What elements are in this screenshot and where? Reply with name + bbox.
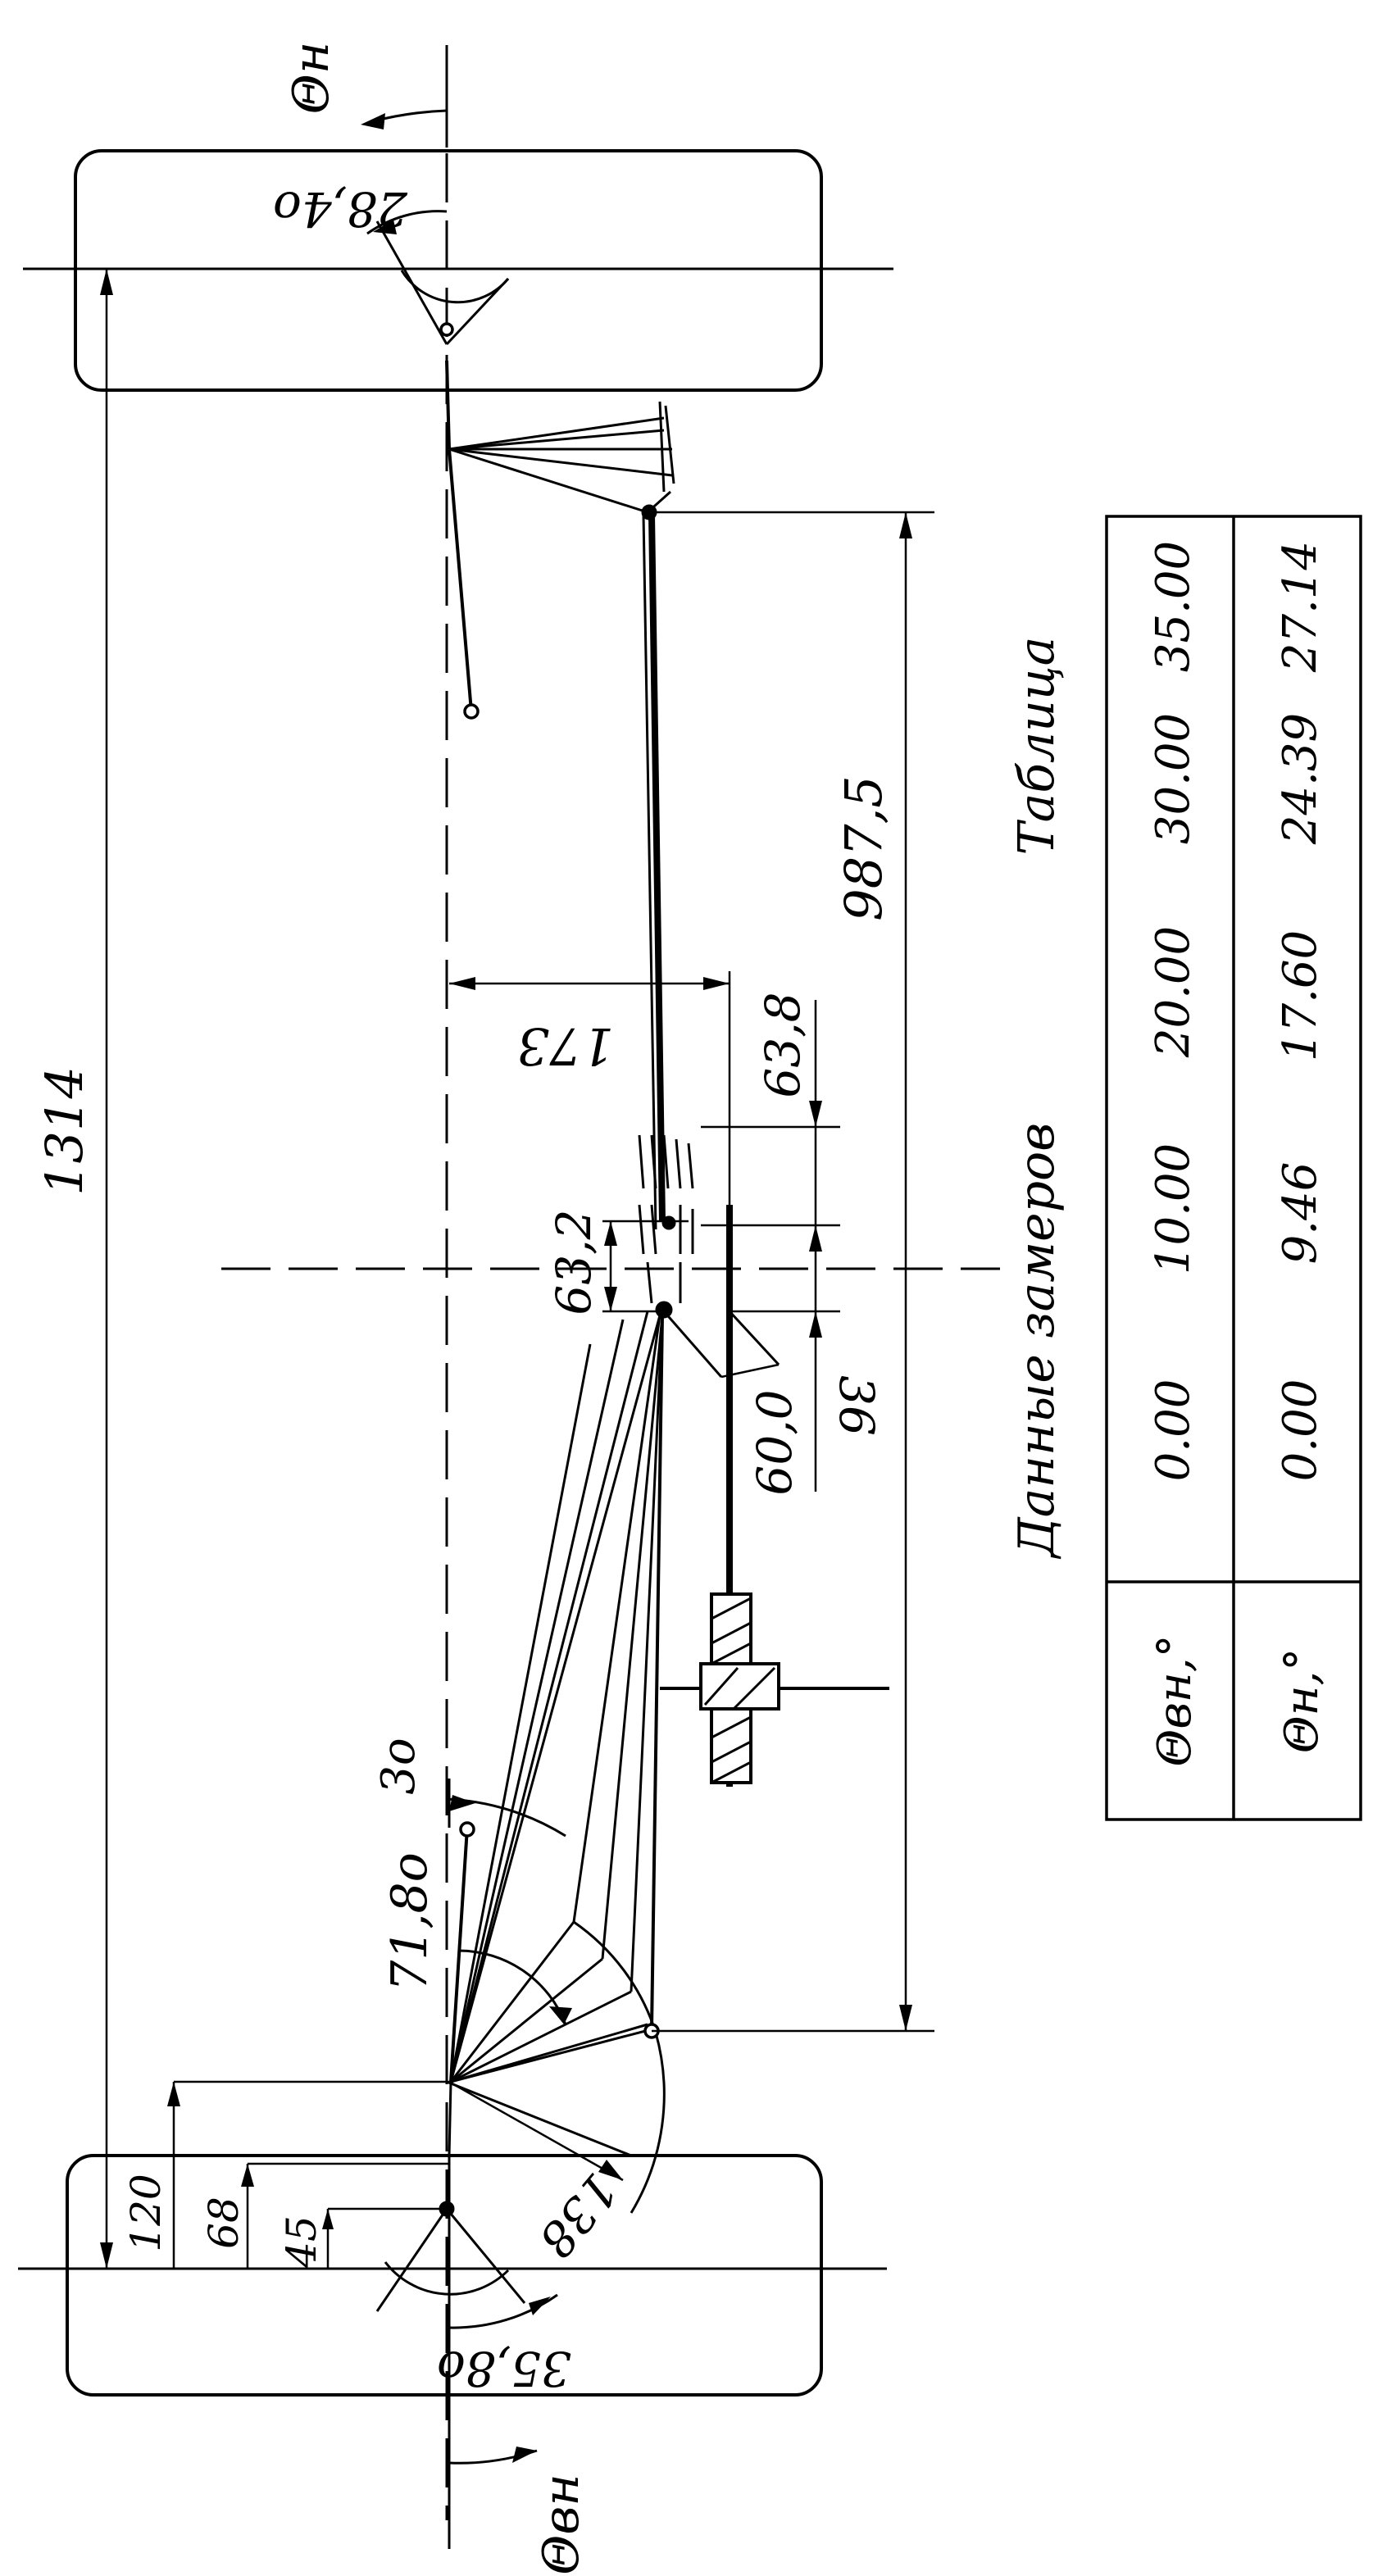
table-title-right: Таблица <box>1008 637 1066 856</box>
label-angle-28-4: 28,4о <box>273 181 408 237</box>
table-row1-val-1: 10.00 <box>1147 1143 1200 1274</box>
steering-mechanism <box>638 1134 889 1787</box>
table-row1-val-0: 0.00 <box>1147 1379 1200 1482</box>
label-angle-3: 3о <box>372 1738 425 1794</box>
label-dim-63-8: 63,8 <box>755 992 811 1097</box>
label-angle-35-8: 35,8о <box>437 2341 571 2397</box>
table-row2-val-3: 24.39 <box>1274 713 1327 845</box>
label-dim-120: 120 <box>122 2174 170 2251</box>
label-theta-vn-bottom: Θвн <box>533 2474 590 2575</box>
label-dim-1314: 1314 <box>34 1066 94 1196</box>
label-dim-68: 68 <box>200 2197 248 2249</box>
label-dim-987-5: 987,5 <box>834 775 893 921</box>
table-row1-val-2: 20.00 <box>1147 926 1200 1058</box>
label-dim-45: 45 <box>278 2215 325 2269</box>
label-dim-36: 36 <box>829 1375 884 1436</box>
table-title-left: Данные замеров <box>1008 1123 1066 1560</box>
dimensions: 1314 987,5 173 63,8 63,2 60,0 <box>34 269 934 2269</box>
angle-theta-n-top: Θн <box>283 42 448 129</box>
label-dim-63-2: 63,2 <box>546 1209 602 1315</box>
bottom-steering-arm: 71,8о 3о <box>372 1311 666 2217</box>
measurements-table: Таблица Данные замеров Θвн,° Θн,° 0.00 1… <box>1008 515 1362 1821</box>
top-fan <box>448 401 675 520</box>
table-row2-val-2: 17.60 <box>1274 930 1327 1061</box>
wheels <box>66 149 823 2397</box>
axis-lines <box>18 45 1000 2520</box>
table-row1-header: Θвн,° <box>1148 1634 1202 1766</box>
table-row1-val-3: 30.00 <box>1147 713 1200 844</box>
wheel-top <box>74 149 823 392</box>
label-theta-n-top: Θн <box>283 42 340 115</box>
table-row2-val-1: 9.46 <box>1274 1162 1327 1265</box>
label-dim-60-0: 60,0 <box>747 1389 802 1495</box>
tie-rod-main <box>642 514 666 1230</box>
label-dim-173: 173 <box>517 1016 614 1076</box>
pivot-top <box>439 322 454 337</box>
table-row2-val-0: 0.00 <box>1274 1379 1327 1482</box>
label-angle-71-8: 71,8о <box>381 1852 439 1992</box>
top-steering-arm: 28,4о <box>273 181 510 720</box>
wheel-bottom <box>66 2154 823 2397</box>
table-row2-val-4: 27.14 <box>1274 541 1327 673</box>
table-row2-header: Θн,° <box>1275 1648 1329 1754</box>
table-row1-val-4: 35.00 <box>1147 541 1200 672</box>
bottom-kingpin: 35,8о Θвн <box>375 2156 590 2575</box>
